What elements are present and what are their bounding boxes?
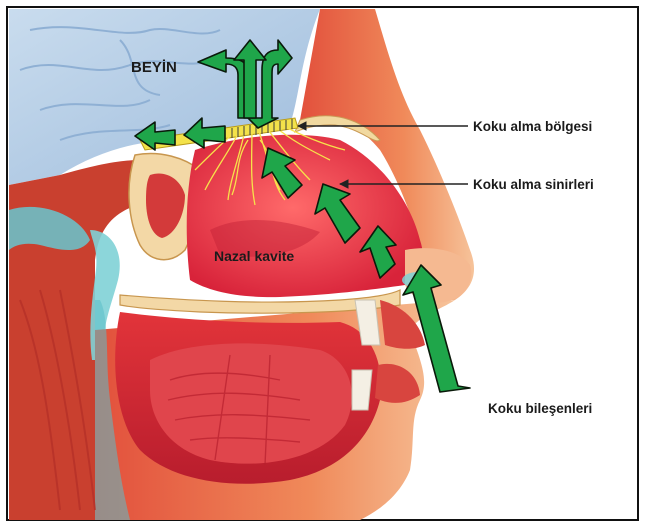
lower-teeth bbox=[352, 370, 372, 410]
label-brain: BEYİN bbox=[131, 59, 177, 76]
tongue bbox=[150, 343, 352, 463]
label-odor-compounds: Koku bileşenleri bbox=[488, 401, 592, 416]
label-olfactory-nerves: Koku alma sinirleri bbox=[473, 177, 594, 192]
label-nasal-cavity: Nazal kavite bbox=[214, 248, 294, 264]
label-olfactory-region: Koku alma bölgesi bbox=[473, 119, 592, 134]
